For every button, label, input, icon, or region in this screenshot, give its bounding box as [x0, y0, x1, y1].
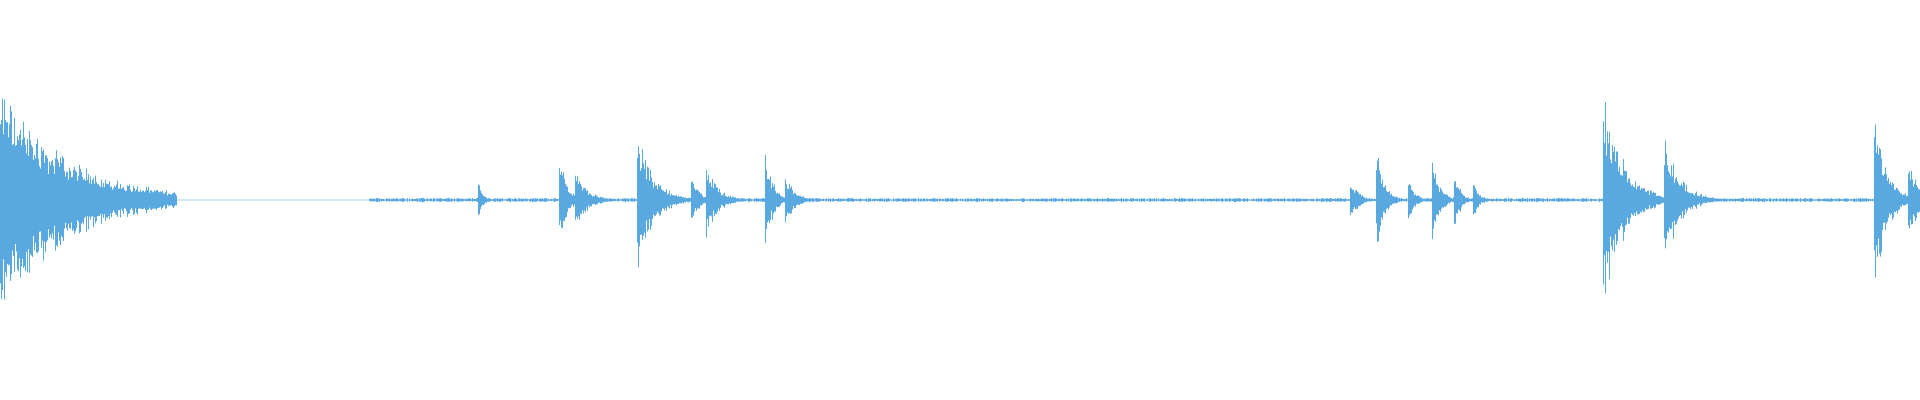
- waveform-trace: [0, 98, 1920, 300]
